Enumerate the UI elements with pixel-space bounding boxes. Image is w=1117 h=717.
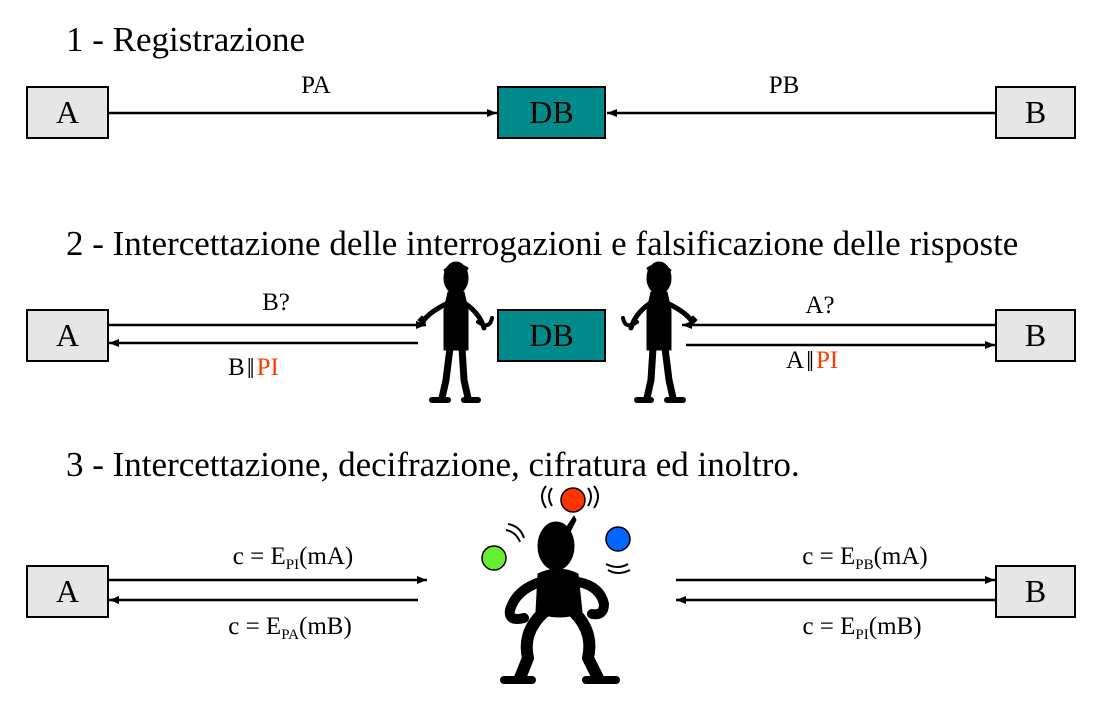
juggler-body-icon (500, 515, 620, 684)
label-reply-a: A‖PI (786, 348, 838, 377)
label-cipher-right-bottom: c = EPI(mB) (802, 613, 922, 643)
section-3-title: 3 - Intercettazione, decifrazione, cifra… (66, 445, 800, 484)
juggler-figure (481, 485, 631, 684)
label-cipher-left-top: c = EPI(mA) (232, 543, 354, 573)
node-b: B (995, 86, 1076, 139)
reply-key: PI (256, 354, 279, 381)
section-1-title: 1 - Registrazione (66, 20, 306, 59)
node-db: DB (497, 86, 606, 139)
node-a: A (26, 309, 109, 362)
node-b: B (995, 565, 1076, 618)
label-query-a: A? (805, 292, 835, 319)
label-pa: PA (301, 72, 331, 99)
node-b: B (995, 309, 1076, 362)
reply-key: PI (815, 347, 839, 374)
label-query-b: B? (262, 289, 290, 316)
intruder-figure-left (417, 261, 494, 403)
section-2-title: 2 - Intercettazione delle interrogazioni… (66, 224, 1019, 263)
label-cipher-left-bottom: c = EPA(mB) (228, 613, 352, 643)
concat-symbol: ‖ (806, 347, 814, 378)
label-reply-b: B‖PI (228, 355, 279, 384)
intruder-figure-right (621, 261, 698, 403)
node-a: A (26, 86, 109, 139)
blue-ball-icon (605, 526, 631, 552)
label-pb: PB (768, 72, 800, 99)
green-ball-icon (481, 545, 507, 571)
node-a: A (26, 565, 109, 618)
concat-symbol: ‖ (246, 354, 255, 385)
label-cipher-right-top: c = EPB(mA) (802, 543, 928, 573)
node-db: DB (497, 309, 606, 362)
reply-prefix: B (228, 354, 245, 381)
reply-prefix: A (786, 347, 805, 374)
red-ball-icon (560, 487, 586, 513)
motion-lines-icon (505, 485, 631, 574)
